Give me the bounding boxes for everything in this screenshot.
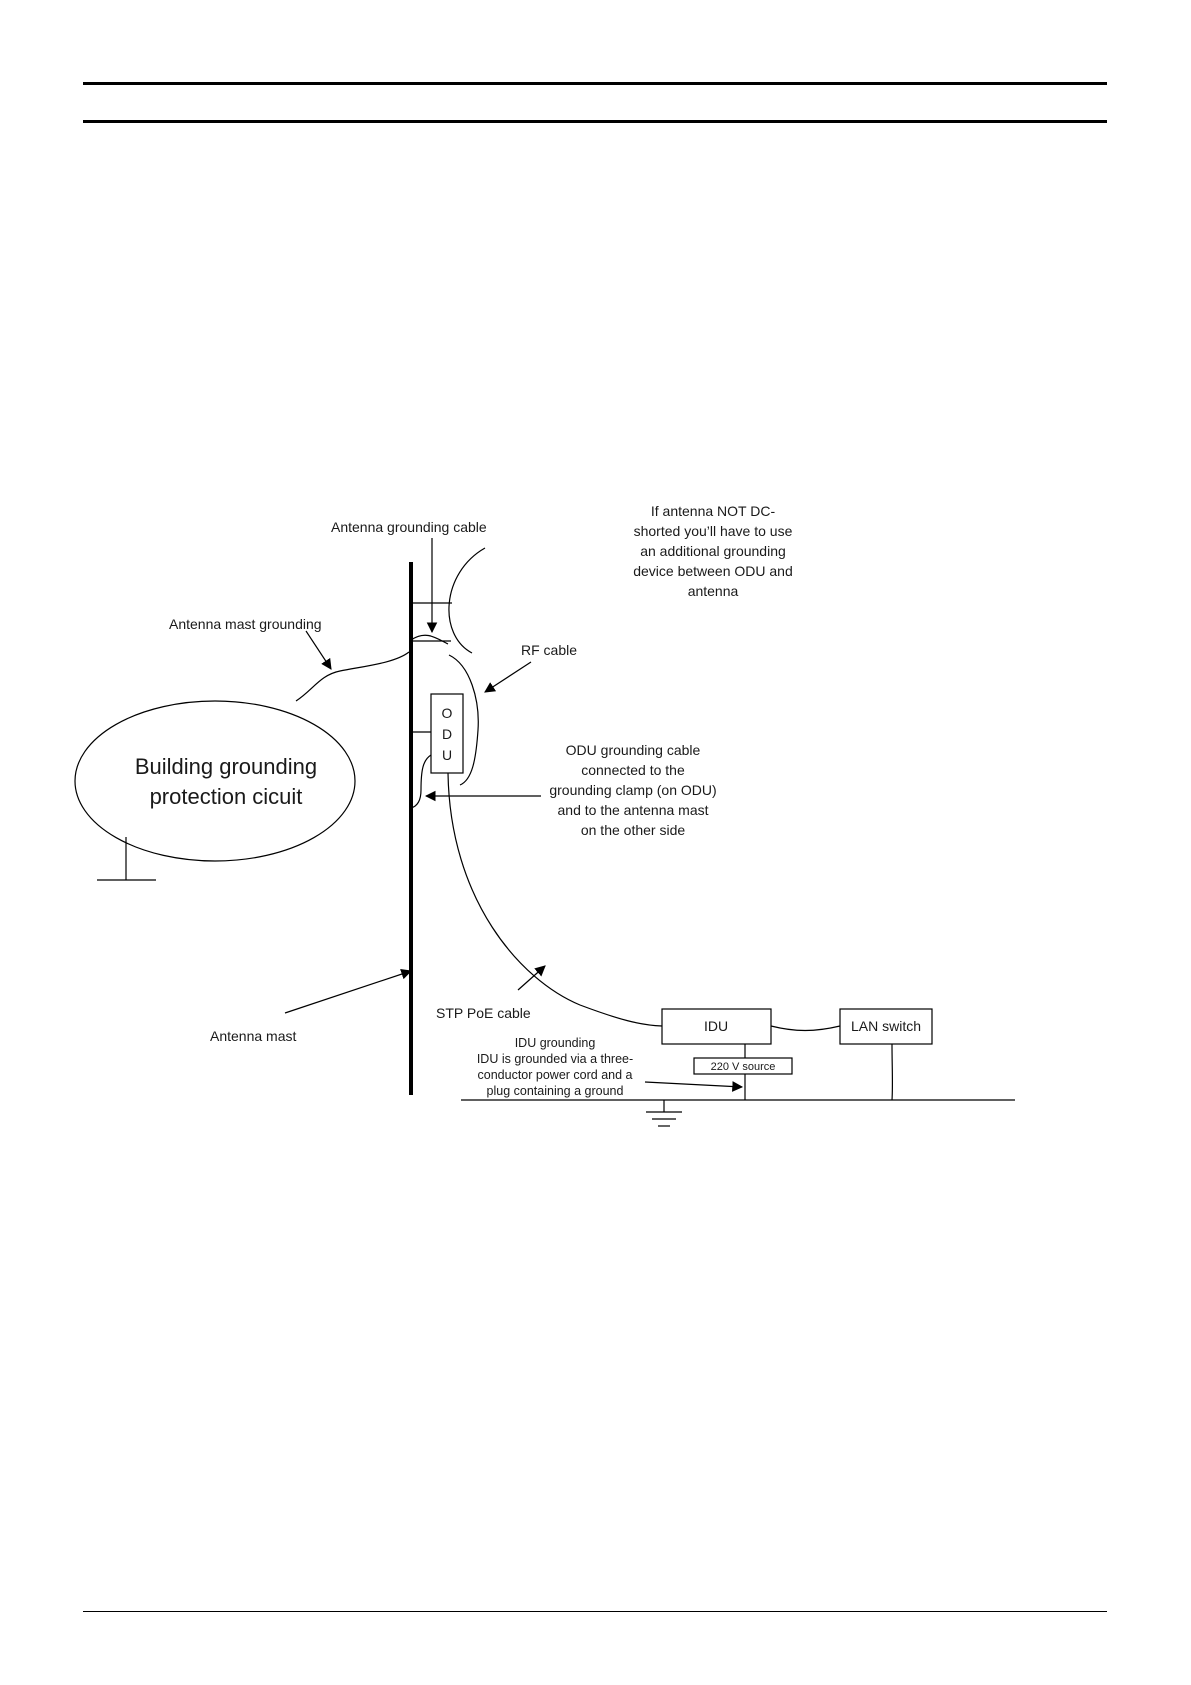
- label-odu-ground-1: ODU grounding cable: [566, 742, 701, 758]
- footer-rule: [83, 1611, 1107, 1612]
- label-antenna-mast: Antenna mast: [210, 1028, 296, 1044]
- antenna-grounding-wire: [410, 634, 449, 645]
- label-odu-ground-4: and to the antenna mast: [558, 802, 709, 818]
- stp-poe-cable: [447, 772, 663, 1027]
- lan-switch: [839, 1008, 933, 1045]
- mast-grounding-arrow: [305, 630, 332, 670]
- odu-grounding-wire: [410, 754, 432, 809]
- header-rule-bottom: [83, 120, 1107, 123]
- idu-grounding-arrow: [644, 1081, 744, 1092]
- label-lan-switch: LAN switch: [851, 1018, 921, 1034]
- antenna-dish-icon: [448, 547, 486, 654]
- label-odu-u: U: [442, 747, 452, 763]
- building-grounding-circuit: [74, 700, 356, 862]
- odu-unit: [430, 693, 464, 774]
- rf-cable: [448, 654, 479, 786]
- label-idu: IDU: [704, 1018, 728, 1034]
- label-building-1: Building grounding: [135, 754, 317, 779]
- mast-grounding-wire: [295, 651, 410, 702]
- label-odu-o: O: [442, 705, 453, 721]
- idu-lan-wire: [770, 1025, 841, 1032]
- label-rf-cable: RF cable: [521, 642, 577, 658]
- label-idu-note-3: plug containing a ground: [487, 1084, 624, 1098]
- label-antenna-grounding-cable: Antenna grounding cable: [331, 519, 487, 535]
- power-source: [693, 1057, 793, 1075]
- label-antenna-mast-grounding: Antenna mast grounding: [169, 616, 322, 632]
- stp-poe-arrow: [517, 965, 546, 991]
- label-odu-ground-2: connected to the: [581, 762, 685, 778]
- label-note-1: If antenna NOT DC-: [651, 503, 776, 519]
- label-stp-poe-cable: STP PoE cable: [436, 1005, 531, 1021]
- label-odu-ground-3: grounding clamp (on ODU): [549, 782, 716, 798]
- rf-cable-arrow: [484, 661, 532, 693]
- label-odu-ground-5: on the other side: [581, 822, 686, 838]
- antenna-mast-arrow: [284, 968, 413, 1014]
- header-rule-top: [83, 82, 1107, 85]
- label-idu-grounding: IDU grounding: [515, 1036, 596, 1050]
- label-building-2: protection cicuit: [150, 784, 303, 809]
- label-idu-note-2: conductor power cord and a: [478, 1068, 633, 1082]
- label-idu-note-1: IDU is grounded via a three-: [477, 1052, 633, 1066]
- label-note-2: shorted you’ll have to use: [634, 523, 793, 539]
- label-note-3: an additional grounding: [640, 543, 786, 559]
- label-odu-d: D: [442, 726, 452, 742]
- idu-unit: [661, 1008, 772, 1045]
- label-note-4: device between ODU and: [633, 563, 793, 579]
- label-power-source: 220 V source: [711, 1061, 776, 1073]
- label-note-5: antenna: [688, 583, 739, 599]
